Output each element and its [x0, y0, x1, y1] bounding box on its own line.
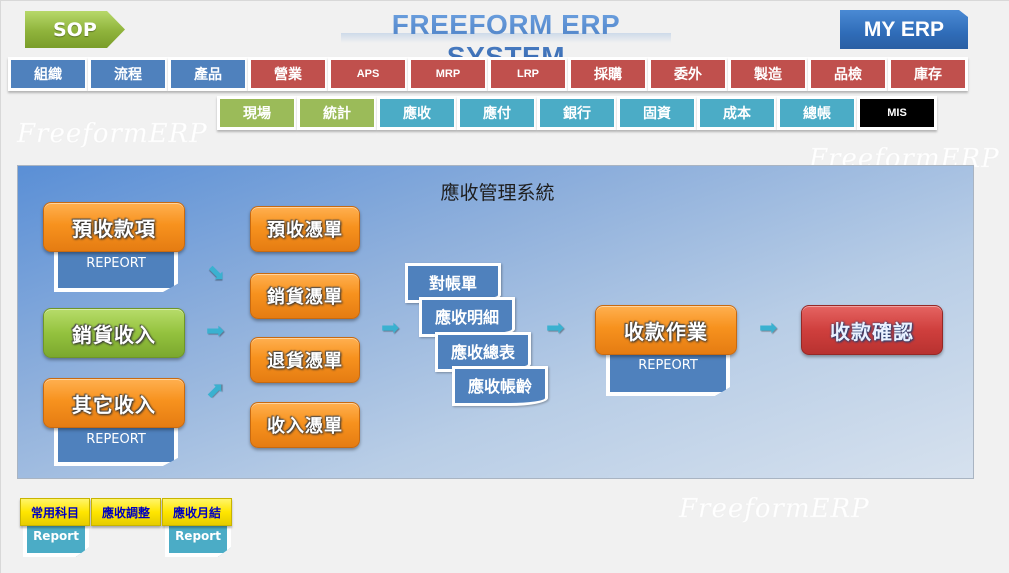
nav-mis[interactable]: MIS: [857, 96, 937, 130]
nav-inventory[interactable]: 庫存: [888, 57, 968, 91]
nav-label: APS: [331, 60, 405, 88]
doc-ar-detail[interactable]: 應收明細: [419, 297, 515, 337]
nav-label: 營業: [251, 60, 325, 88]
collection-button[interactable]: 收款作業: [595, 305, 737, 355]
title-reflection: [341, 33, 671, 43]
module-nav-row-1: 組織 流程 產品 營業 APS MRP LRP 採購 委外 製造 品檢 庫存: [8, 57, 968, 91]
nav-label: 製造: [731, 60, 805, 88]
nav-label: 現場: [220, 99, 294, 127]
sales-income-button[interactable]: 銷貨收入: [43, 308, 185, 358]
nav-label: MIS: [860, 99, 934, 127]
nav-fixed-assets[interactable]: 固資: [617, 96, 697, 130]
collection-report[interactable]: REPEORT: [606, 352, 730, 396]
nav-label: 銀行: [540, 99, 614, 127]
sop-button[interactable]: SOP: [25, 11, 125, 48]
nav-manufacturing[interactable]: 製造: [728, 57, 808, 91]
nav-label: MRP: [411, 60, 485, 88]
nav-bank[interactable]: 銀行: [537, 96, 617, 130]
nav-label: 流程: [91, 60, 165, 88]
my-erp-button[interactable]: MY ERP: [840, 10, 968, 49]
nav-purchasing[interactable]: 採購: [568, 57, 648, 91]
receivables-flow-panel: 應收管理系統 REPEORT 預收款項 銷貨收入 REPEORT 其它收入 ➡ …: [17, 165, 974, 479]
prepaid-report[interactable]: REPEORT: [54, 250, 178, 292]
arrow-right-icon: ➡: [381, 316, 400, 341]
other-income-button[interactable]: 其它收入: [43, 378, 185, 428]
voucher-sales-button[interactable]: 銷貨憑單: [250, 273, 360, 319]
nav-product[interactable]: 產品: [168, 57, 248, 91]
nav-shopfloor[interactable]: 現場: [217, 96, 297, 130]
nav-mrp[interactable]: MRP: [408, 57, 488, 91]
nav-label: 組織: [11, 60, 85, 88]
nav-general-ledger[interactable]: 總帳: [777, 96, 857, 130]
arrow-down-right-icon: ➡: [200, 258, 232, 289]
collection-confirm-button[interactable]: 收款確認: [801, 305, 943, 355]
voucher-prepaid-button[interactable]: 預收憑單: [250, 206, 360, 252]
arrow-right-icon: ➡: [546, 316, 565, 341]
common-accounts-button[interactable]: 常用科目: [20, 498, 90, 526]
nav-label: LRP: [491, 60, 565, 88]
nav-process[interactable]: 流程: [88, 57, 168, 91]
nav-cost[interactable]: 成本: [697, 96, 777, 130]
arrow-right-icon: ➡: [206, 319, 225, 344]
arrow-up-right-icon: ➡: [200, 375, 231, 407]
nav-sales[interactable]: 營業: [248, 57, 328, 91]
module-nav-row-2: 現場 統計 應收 應付 銀行 固資 成本 總帳 MIS: [217, 96, 937, 130]
nav-label: 採購: [571, 60, 645, 88]
nav-label: 總帳: [780, 99, 854, 127]
nav-label: 產品: [171, 60, 245, 88]
doc-ar-aging[interactable]: 應收帳齡: [452, 366, 548, 406]
common-accounts-report[interactable]: Report: [23, 525, 89, 557]
nav-label: 統計: [300, 99, 374, 127]
nav-organization[interactable]: 組織: [8, 57, 88, 91]
nav-label: 品檢: [811, 60, 885, 88]
month-end-report[interactable]: Report: [165, 525, 231, 557]
ar-month-end-button[interactable]: 應收月結: [162, 498, 232, 526]
nav-payable[interactable]: 應付: [457, 96, 537, 130]
nav-label: 委外: [651, 60, 725, 88]
nav-lrp[interactable]: LRP: [488, 57, 568, 91]
app-title: FREEFORM ERP SYSTEM: [341, 9, 671, 73]
nav-outsourcing[interactable]: 委外: [648, 57, 728, 91]
nav-quality[interactable]: 品檢: [808, 57, 888, 91]
nav-label: 固資: [620, 99, 694, 127]
ar-adjustment-button[interactable]: 應收調整: [91, 498, 161, 526]
arrow-right-icon: ➡: [759, 316, 778, 341]
nav-label: 應付: [460, 99, 534, 127]
watermark-bottom: FreeformERP: [679, 494, 870, 525]
prepaid-button[interactable]: 預收款項: [43, 202, 185, 252]
panel-title: 應收管理系統: [440, 182, 555, 204]
nav-statistics[interactable]: 統計: [297, 96, 377, 130]
voucher-return-button[interactable]: 退貨憑單: [250, 337, 360, 383]
watermark-top-left: FreeformERP: [17, 119, 208, 150]
nav-label: 庫存: [891, 60, 965, 88]
nav-receivable[interactable]: 應收: [377, 96, 457, 130]
voucher-income-button[interactable]: 收入憑單: [250, 402, 360, 448]
other-income-report[interactable]: REPEORT: [54, 426, 178, 466]
nav-label: 成本: [700, 99, 774, 127]
nav-label: 應收: [380, 99, 454, 127]
nav-aps[interactable]: APS: [328, 57, 408, 91]
